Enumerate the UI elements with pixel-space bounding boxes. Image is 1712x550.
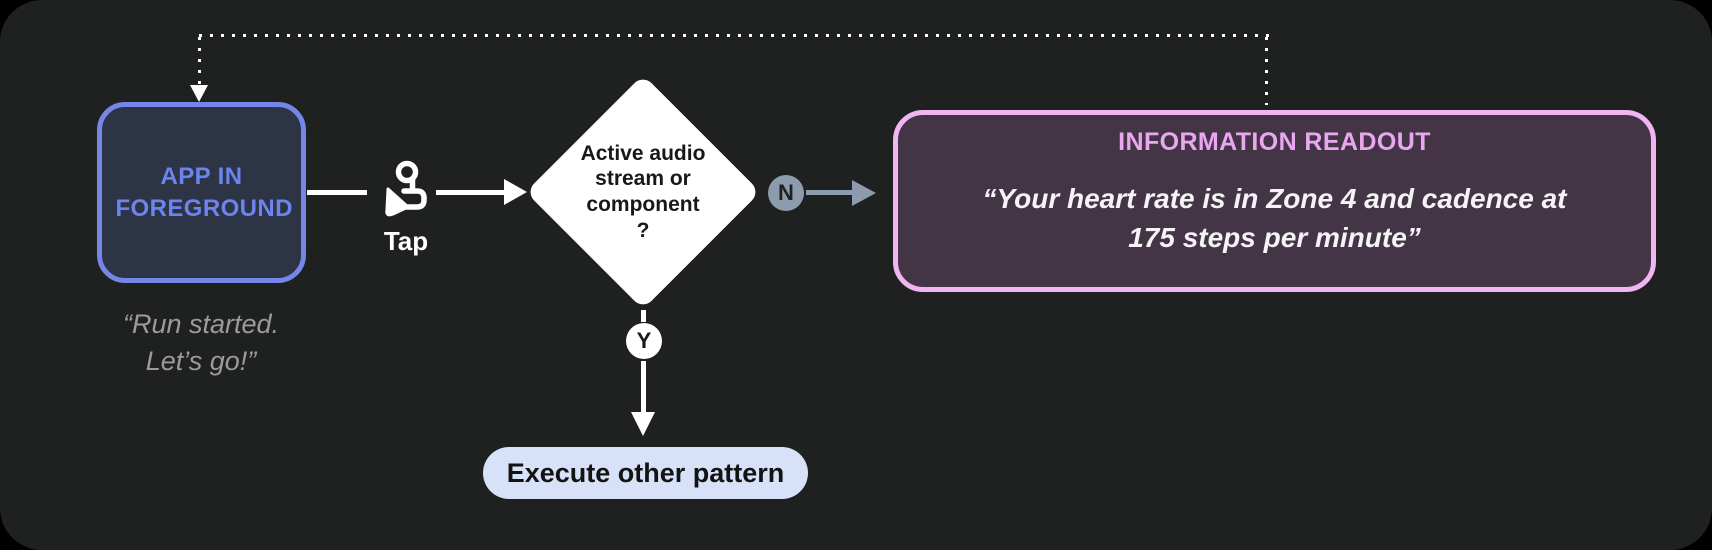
feedback-loop-arrowhead-icon (190, 85, 208, 102)
information-readout-body: “Your heart rate is in Zone 4 and cadenc… (898, 179, 1651, 257)
edge-yes-to-execute-arrowhead-icon (631, 412, 655, 436)
edge-app-to-tap-line (307, 190, 367, 195)
tap-gesture-icon (382, 160, 430, 220)
yes-badge: Y (626, 323, 662, 359)
app-foreground-node: APP IN FOREGROUND (97, 102, 306, 283)
app-voice-quote: “Run started. Let’s go!” (60, 306, 342, 381)
edge-tap-to-decision-line (436, 190, 506, 195)
app-voice-quote-line1: “Run started. (122, 309, 280, 339)
edge-decision-to-yes-line (641, 310, 646, 322)
information-readout-title: INFORMATION READOUT (1118, 128, 1431, 156)
app-foreground-label: APP IN FOREGROUND (115, 162, 293, 222)
information-readout-node: INFORMATION READOUT “Your heart rate is … (893, 110, 1656, 292)
no-badge: N (768, 175, 804, 211)
edge-tap-to-decision-arrowhead-icon (504, 179, 527, 205)
information-readout-body-line2: 175 steps per minute” (1128, 222, 1421, 254)
feedback-loop-right-line (1265, 37, 1268, 105)
edge-yes-to-execute-line (641, 361, 646, 413)
feedback-loop-left-line (198, 37, 201, 84)
app-voice-quote-line2: Let’s go!” (145, 346, 257, 377)
information-readout-body-line1: “Your heart rate is in Zone 4 and cadenc… (982, 183, 1567, 214)
execute-pattern-label: Execute other pattern (506, 457, 785, 488)
feedback-loop-top-line (199, 34, 1269, 37)
execute-pattern-node: Execute other pattern (483, 447, 808, 499)
edge-no-to-readout-line (806, 190, 854, 195)
edge-no-to-readout-arrowhead-icon (852, 180, 876, 206)
tap-edge-label: Tap (383, 226, 429, 256)
decision-label: Active audio stream or component ? (580, 141, 706, 242)
